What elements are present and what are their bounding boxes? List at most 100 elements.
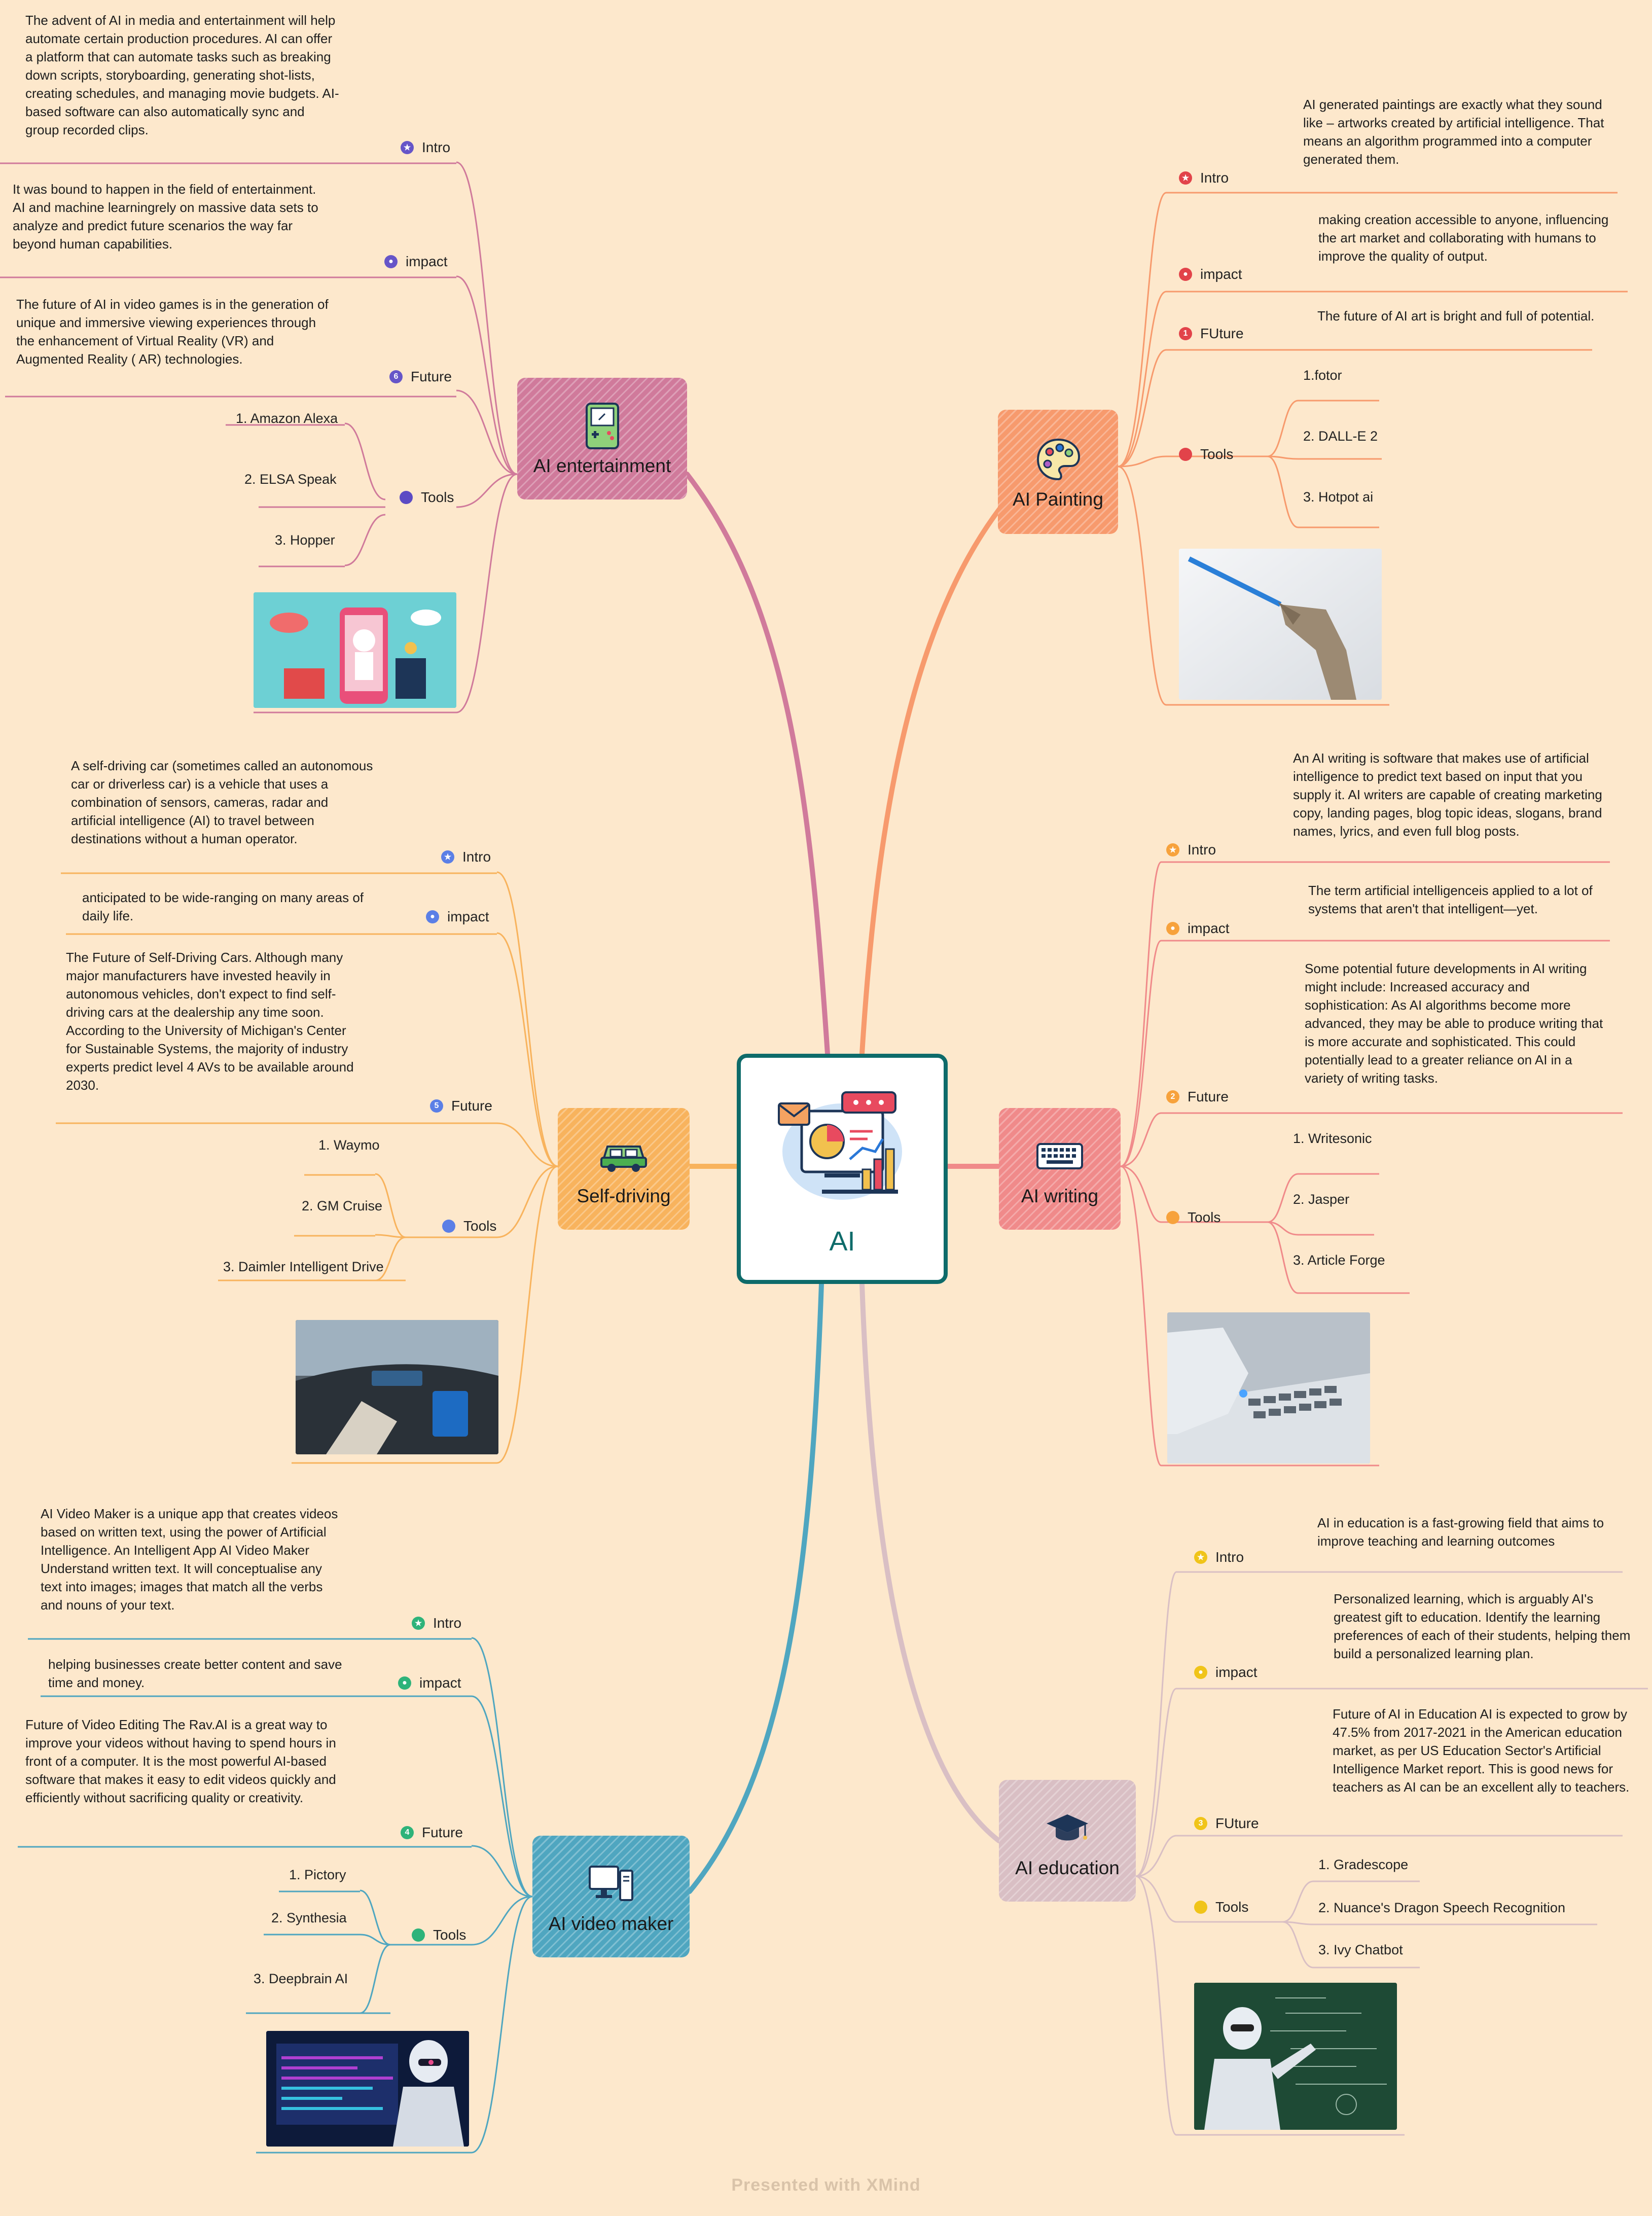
person-icon: ● xyxy=(426,910,439,923)
star-icon: ★ xyxy=(1194,1551,1207,1564)
branch-title: Self-driving xyxy=(577,1186,671,1206)
game-console-icon xyxy=(577,401,628,451)
subtopic-intro[interactable]: ★Intro xyxy=(1179,170,1229,186)
person-icon: ● xyxy=(1179,268,1192,281)
subtopic-impact[interactable]: ●impact xyxy=(1179,266,1242,282)
tools-dot-icon xyxy=(412,1928,425,1942)
person-icon: ● xyxy=(384,255,398,268)
robot-hand-painting-photo xyxy=(1179,549,1382,700)
subtopic-intro[interactable]: ★Intro xyxy=(412,1615,461,1631)
tool-item[interactable]: 2. DALL-E 2 xyxy=(1303,428,1378,444)
star-icon: ★ xyxy=(401,141,414,154)
star-icon: ★ xyxy=(1179,171,1192,185)
tool-item[interactable]: 1. Writesonic xyxy=(1293,1131,1372,1146)
entertainment-illustration xyxy=(254,592,456,708)
branch-title: AI education xyxy=(1015,1857,1120,1878)
link-center-painting xyxy=(859,488,1017,1056)
future-description: Some potential future developments in AI… xyxy=(1305,961,1603,1086)
impact-description: The term artificial intelligenceis appli… xyxy=(1308,883,1593,916)
future-description: Future of AI in Education AI is expected… xyxy=(1333,1706,1630,1795)
subtopic-tools[interactable]: Tools xyxy=(412,1927,466,1943)
tool-item[interactable]: 3. Hopper xyxy=(275,532,335,548)
footer-credit: Presented with XMind xyxy=(731,2175,921,2195)
link-center-entertainment xyxy=(685,472,830,1056)
future-description: The future of AI art is bright and full … xyxy=(1317,308,1595,324)
subtopic-tools[interactable]: Tools xyxy=(1194,1899,1248,1915)
person-icon: ● xyxy=(1194,1666,1207,1679)
tool-item[interactable]: 1. Waymo xyxy=(318,1137,380,1153)
subtopic-intro[interactable]: ★Intro xyxy=(401,139,450,156)
tool-item[interactable]: 1. Pictory xyxy=(289,1867,346,1882)
subtopic-impact[interactable]: ●impact xyxy=(384,254,447,270)
tool-item[interactable]: 2. Nuance's Dragon Speech Recognition xyxy=(1318,1900,1565,1915)
branch-ai-video-maker[interactable]: AI video maker xyxy=(532,1836,690,1957)
subtopic-tools[interactable]: Tools xyxy=(1166,1209,1220,1226)
tool-item[interactable]: 2. Jasper xyxy=(1293,1192,1350,1207)
keyboard-icon xyxy=(1034,1131,1085,1182)
tool-item[interactable]: 3. Daimler Intelligent Drive xyxy=(223,1259,384,1274)
future-description: Future of Video Editing The Rav.AI is a … xyxy=(25,1717,336,1805)
subtopic-impact[interactable]: ●impact xyxy=(426,909,489,925)
impact-description: helping businesses create better content… xyxy=(48,1657,342,1690)
tool-item[interactable]: 3. Ivy Chatbot xyxy=(1318,1942,1403,1957)
palette-icon xyxy=(1033,434,1084,485)
subtopic-intro[interactable]: ★Intro xyxy=(441,849,491,865)
branch-ai-education[interactable]: AI education xyxy=(999,1780,1136,1902)
graduation-cap-icon xyxy=(1042,1803,1093,1853)
tool-item[interactable]: 3. Deepbrain AI xyxy=(254,1971,348,1986)
tool-item[interactable]: 2. GM Cruise xyxy=(302,1198,383,1213)
subtopic-tools[interactable]: Tools xyxy=(442,1218,496,1234)
presentation-chart-icon xyxy=(774,1088,911,1207)
branch-ai-writing[interactable]: AI writing xyxy=(999,1108,1121,1230)
branch-title: AI Painting xyxy=(1013,488,1103,510)
subtopic-tools[interactable]: Tools xyxy=(1179,446,1233,462)
intro-description: AI Video Maker is a unique app that crea… xyxy=(41,1506,338,1613)
subtopic-intro[interactable]: ★Intro xyxy=(1194,1549,1244,1565)
tool-item[interactable]: 3. Hotpot ai xyxy=(1303,489,1374,505)
intro-description: A self-driving car (sometimes called an … xyxy=(71,758,373,846)
car-interior-photo xyxy=(296,1320,498,1454)
intro-description: AI generated paintings are exactly what … xyxy=(1303,97,1604,167)
number-badge-icon: 2 xyxy=(1166,1090,1179,1103)
subtopic-intro[interactable]: ★Intro xyxy=(1166,842,1216,858)
star-icon: ★ xyxy=(412,1617,425,1630)
tools-dot-icon xyxy=(1166,1211,1179,1224)
subtopic-impact[interactable]: ●impact xyxy=(1166,920,1229,937)
tool-item[interactable]: 2. ELSA Speak xyxy=(244,472,337,487)
person-icon: ● xyxy=(1166,922,1179,935)
tool-item[interactable]: 2. Synthesia xyxy=(271,1910,347,1925)
robot-hand-keyboard-photo xyxy=(1167,1312,1370,1463)
subtopic-tools[interactable]: Tools xyxy=(400,489,454,506)
future-description: The future of AI in video games is in th… xyxy=(16,297,329,367)
number-badge-icon: 5 xyxy=(430,1099,443,1113)
subtopic-impact[interactable]: ●impact xyxy=(1194,1664,1257,1681)
branch-ai-painting[interactable]: AI Painting xyxy=(998,410,1118,534)
subtopic-impact[interactable]: ●impact xyxy=(398,1675,461,1691)
future-description: The Future of Self-Driving Cars. Althoug… xyxy=(66,950,354,1093)
tool-item[interactable]: 1. Gradescope xyxy=(1318,1857,1409,1872)
tool-item[interactable]: 1.fotor xyxy=(1303,368,1342,383)
number-badge-icon: 4 xyxy=(401,1826,414,1839)
number-badge-icon: 6 xyxy=(389,370,403,383)
person-icon: ● xyxy=(398,1676,411,1690)
tool-item[interactable]: 3. Article Forge xyxy=(1293,1253,1385,1268)
branch-title: AI entertainment xyxy=(533,455,671,476)
branch-title: AI writing xyxy=(1021,1186,1099,1206)
tools-dot-icon xyxy=(1194,1901,1207,1914)
central-topic[interactable]: AI xyxy=(737,1054,948,1284)
link-center-education xyxy=(859,1281,1001,1843)
tool-item[interactable]: 1. Amazon Alexa xyxy=(236,411,338,426)
branch-self-driving[interactable]: Self-driving xyxy=(558,1108,690,1230)
number-badge-icon: 1 xyxy=(1179,327,1192,340)
robot-chalkboard-photo xyxy=(1194,1983,1397,2130)
branch-ai-entertainment[interactable]: AI entertainment xyxy=(517,378,687,499)
central-topic-title: AI xyxy=(829,1226,855,1257)
robot-video-editing-photo xyxy=(266,2031,469,2147)
